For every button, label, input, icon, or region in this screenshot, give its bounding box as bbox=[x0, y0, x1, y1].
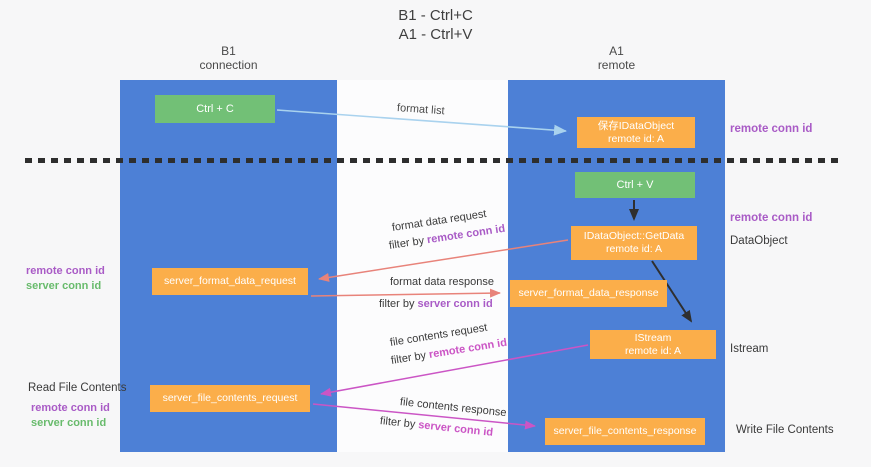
dashed-divider bbox=[25, 158, 838, 163]
getdata-line1: IDataObject::GetData bbox=[583, 230, 685, 242]
left-header-role: connection bbox=[199, 58, 258, 72]
left-header-name: B1 bbox=[221, 44, 236, 58]
read-file-contents-label: Read File Contents bbox=[28, 382, 127, 394]
saved-idataobject-line1: 保存IDataObject bbox=[597, 119, 675, 132]
middle-band bbox=[337, 80, 508, 452]
getdata-node: IDataObject::GetData remote id: A bbox=[571, 226, 697, 260]
server-file-contents-request-node: server_file_contents_request bbox=[150, 385, 310, 412]
server-format-data-response-label: server_format_data_response bbox=[518, 287, 659, 299]
istream-line2: remote id: A bbox=[624, 344, 682, 357]
saved-idataobject-line2: remote id: A bbox=[607, 132, 665, 145]
server-format-data-request-label: server_format_data_request bbox=[164, 275, 296, 287]
right-remote-conn-id-label-2: remote conn id bbox=[730, 212, 813, 224]
server-file-contents-response-label: server_file_contents_response bbox=[553, 425, 697, 437]
server-format-data-response-node: server_format_data_response bbox=[510, 280, 667, 307]
dataobject-label: DataObject bbox=[730, 235, 788, 247]
left-column-header: B1 connection bbox=[120, 44, 337, 72]
right-header-role: remote bbox=[597, 58, 636, 72]
right-remote-conn-id-label-1: remote conn id bbox=[730, 123, 813, 135]
getdata-line2: remote id: A bbox=[605, 243, 663, 255]
ctrl-c-label: Ctrl + C bbox=[196, 103, 234, 115]
filter-by-text: filter by bbox=[379, 298, 415, 310]
ctrl-v-label: Ctrl + V bbox=[616, 179, 654, 191]
right-header-name: A1 bbox=[609, 44, 624, 58]
ctrl-v-node: Ctrl + V bbox=[575, 172, 695, 198]
server-format-data-request-node: server_format_data_request bbox=[152, 268, 308, 295]
write-file-contents-label: Write File Contents bbox=[736, 424, 834, 436]
title-line-2: A1 - Ctrl+V bbox=[398, 26, 473, 43]
istream-node: IStream remote id: A bbox=[590, 330, 716, 359]
istream-side-label: Istream bbox=[730, 343, 769, 355]
server-conn-id-text: server conn id bbox=[417, 298, 493, 310]
istream-line1: IStream bbox=[634, 331, 672, 344]
server-file-contents-response-node: server_file_contents_response bbox=[545, 418, 705, 445]
diagram-title: B1 - Ctrl+C A1 - Ctrl+V bbox=[0, 6, 871, 44]
left-server-conn-id-label-2: server conn id bbox=[31, 417, 107, 429]
title-line-1: B1 - Ctrl+C bbox=[398, 7, 473, 24]
left-server-conn-id-label-1: server conn id bbox=[26, 280, 102, 292]
left-remote-conn-id-label-2: remote conn id bbox=[31, 402, 110, 414]
format-data-response-label: format data response bbox=[390, 276, 494, 288]
right-column-header: A1 remote bbox=[508, 44, 725, 72]
ctrl-c-node: Ctrl + C bbox=[155, 95, 275, 123]
saved-idataobject-node: 保存IDataObject remote id: A bbox=[577, 117, 695, 148]
server-file-contents-request-label: server_file_contents_request bbox=[162, 392, 298, 404]
left-remote-conn-id-label-1: remote conn id bbox=[26, 265, 105, 277]
